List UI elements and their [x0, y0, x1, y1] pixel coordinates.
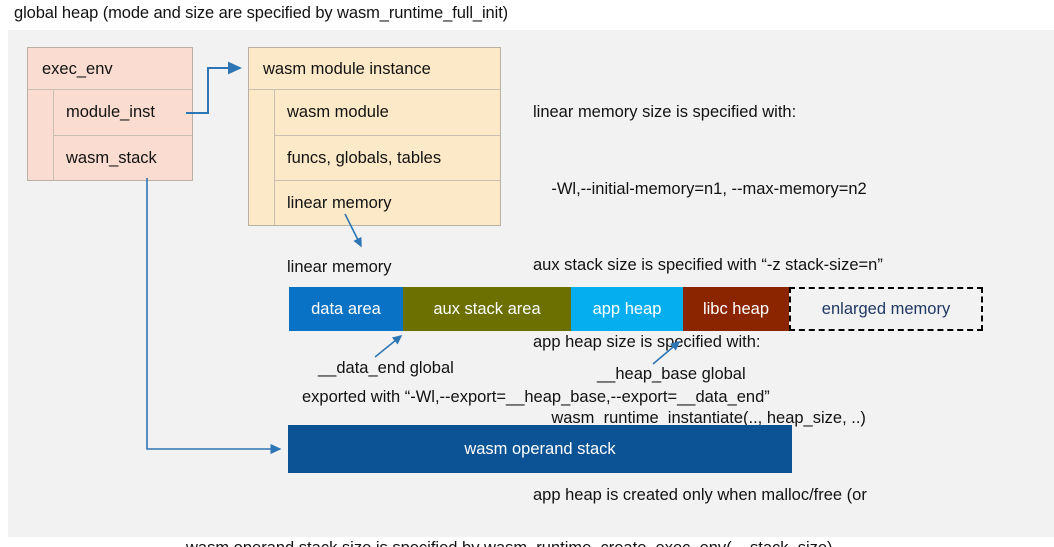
note-line: wasm_runtime_instantiate(.., heap_size, …	[533, 409, 866, 427]
field-funcs-globals-tables: funcs, globals, tables	[275, 135, 500, 180]
wasm-module-instance-box: wasm module instance wasm module funcs, …	[248, 47, 501, 226]
annotation-exported-with: exported with “-Wl,--export=__heap_base,…	[302, 388, 770, 406]
segment-label: aux stack area	[433, 299, 541, 318]
wasm-module-instance-header: wasm module instance	[249, 48, 500, 90]
field-wasm-module: wasm module	[275, 90, 500, 135]
exec-env-field-wasm-stack: wasm_stack	[54, 135, 192, 180]
segment-label: app heap	[592, 299, 662, 318]
annotation-data-end: __data_end global	[318, 359, 454, 377]
linear-memory-strip: data area aux stack area app heap libc h…	[289, 287, 983, 331]
note-line: app heap size is specified with:	[533, 332, 761, 351]
exec-env-body: module_inst wasm_stack	[28, 90, 192, 180]
segment-aux-stack-area: aux stack area	[403, 287, 571, 331]
note-line: linear memory size is specified with:	[533, 103, 797, 121]
segment-label: data area	[311, 299, 381, 318]
segment-data-area: data area	[289, 287, 403, 331]
linear-memory-note: linear memory size is specified with: -W…	[533, 49, 1033, 547]
note-line: aux stack size is specified with “-z sta…	[533, 256, 883, 274]
exec-env-fields: module_inst wasm_stack	[54, 90, 192, 180]
page-title: global heap (mode and size are specified…	[14, 4, 509, 22]
operand-stack-note: wasm operand stack size is specified by …	[186, 483, 833, 547]
wasm-operand-stack-label: wasm operand stack	[464, 439, 616, 458]
exec-env-box: exec_env module_inst wasm_stack	[27, 47, 193, 181]
annotation-heap-base: __heap_base global	[597, 365, 746, 383]
exec-env-header: exec_env	[28, 48, 192, 90]
exec-env-field-module-inst: module_inst	[54, 90, 192, 135]
note-line: wasm operand stack size is specified by …	[186, 535, 833, 547]
wasm-operand-stack-box: wasm operand stack	[288, 425, 792, 473]
note-line: -Wl,--initial-memory=n1, --max-memory=n2	[533, 179, 867, 198]
note-line: app heap is created only when malloc/fre…	[533, 485, 867, 504]
segment-label: enlarged memory	[821, 299, 951, 318]
segment-label: libc heap	[702, 299, 770, 318]
wasm-module-instance-gutter	[249, 90, 275, 225]
segment-app-heap: app heap	[571, 287, 683, 331]
wasm-module-instance-body: wasm module funcs, globals, tables linea…	[249, 90, 500, 225]
field-linear-memory: linear memory	[275, 180, 500, 225]
segment-libc-heap: libc heap	[683, 287, 789, 331]
wasm-module-instance-fields: wasm module funcs, globals, tables linea…	[275, 90, 500, 225]
exec-env-gutter	[28, 90, 54, 180]
linear-memory-strip-label: linear memory	[287, 258, 392, 276]
segment-enlarged-memory: enlarged memory	[789, 287, 983, 331]
